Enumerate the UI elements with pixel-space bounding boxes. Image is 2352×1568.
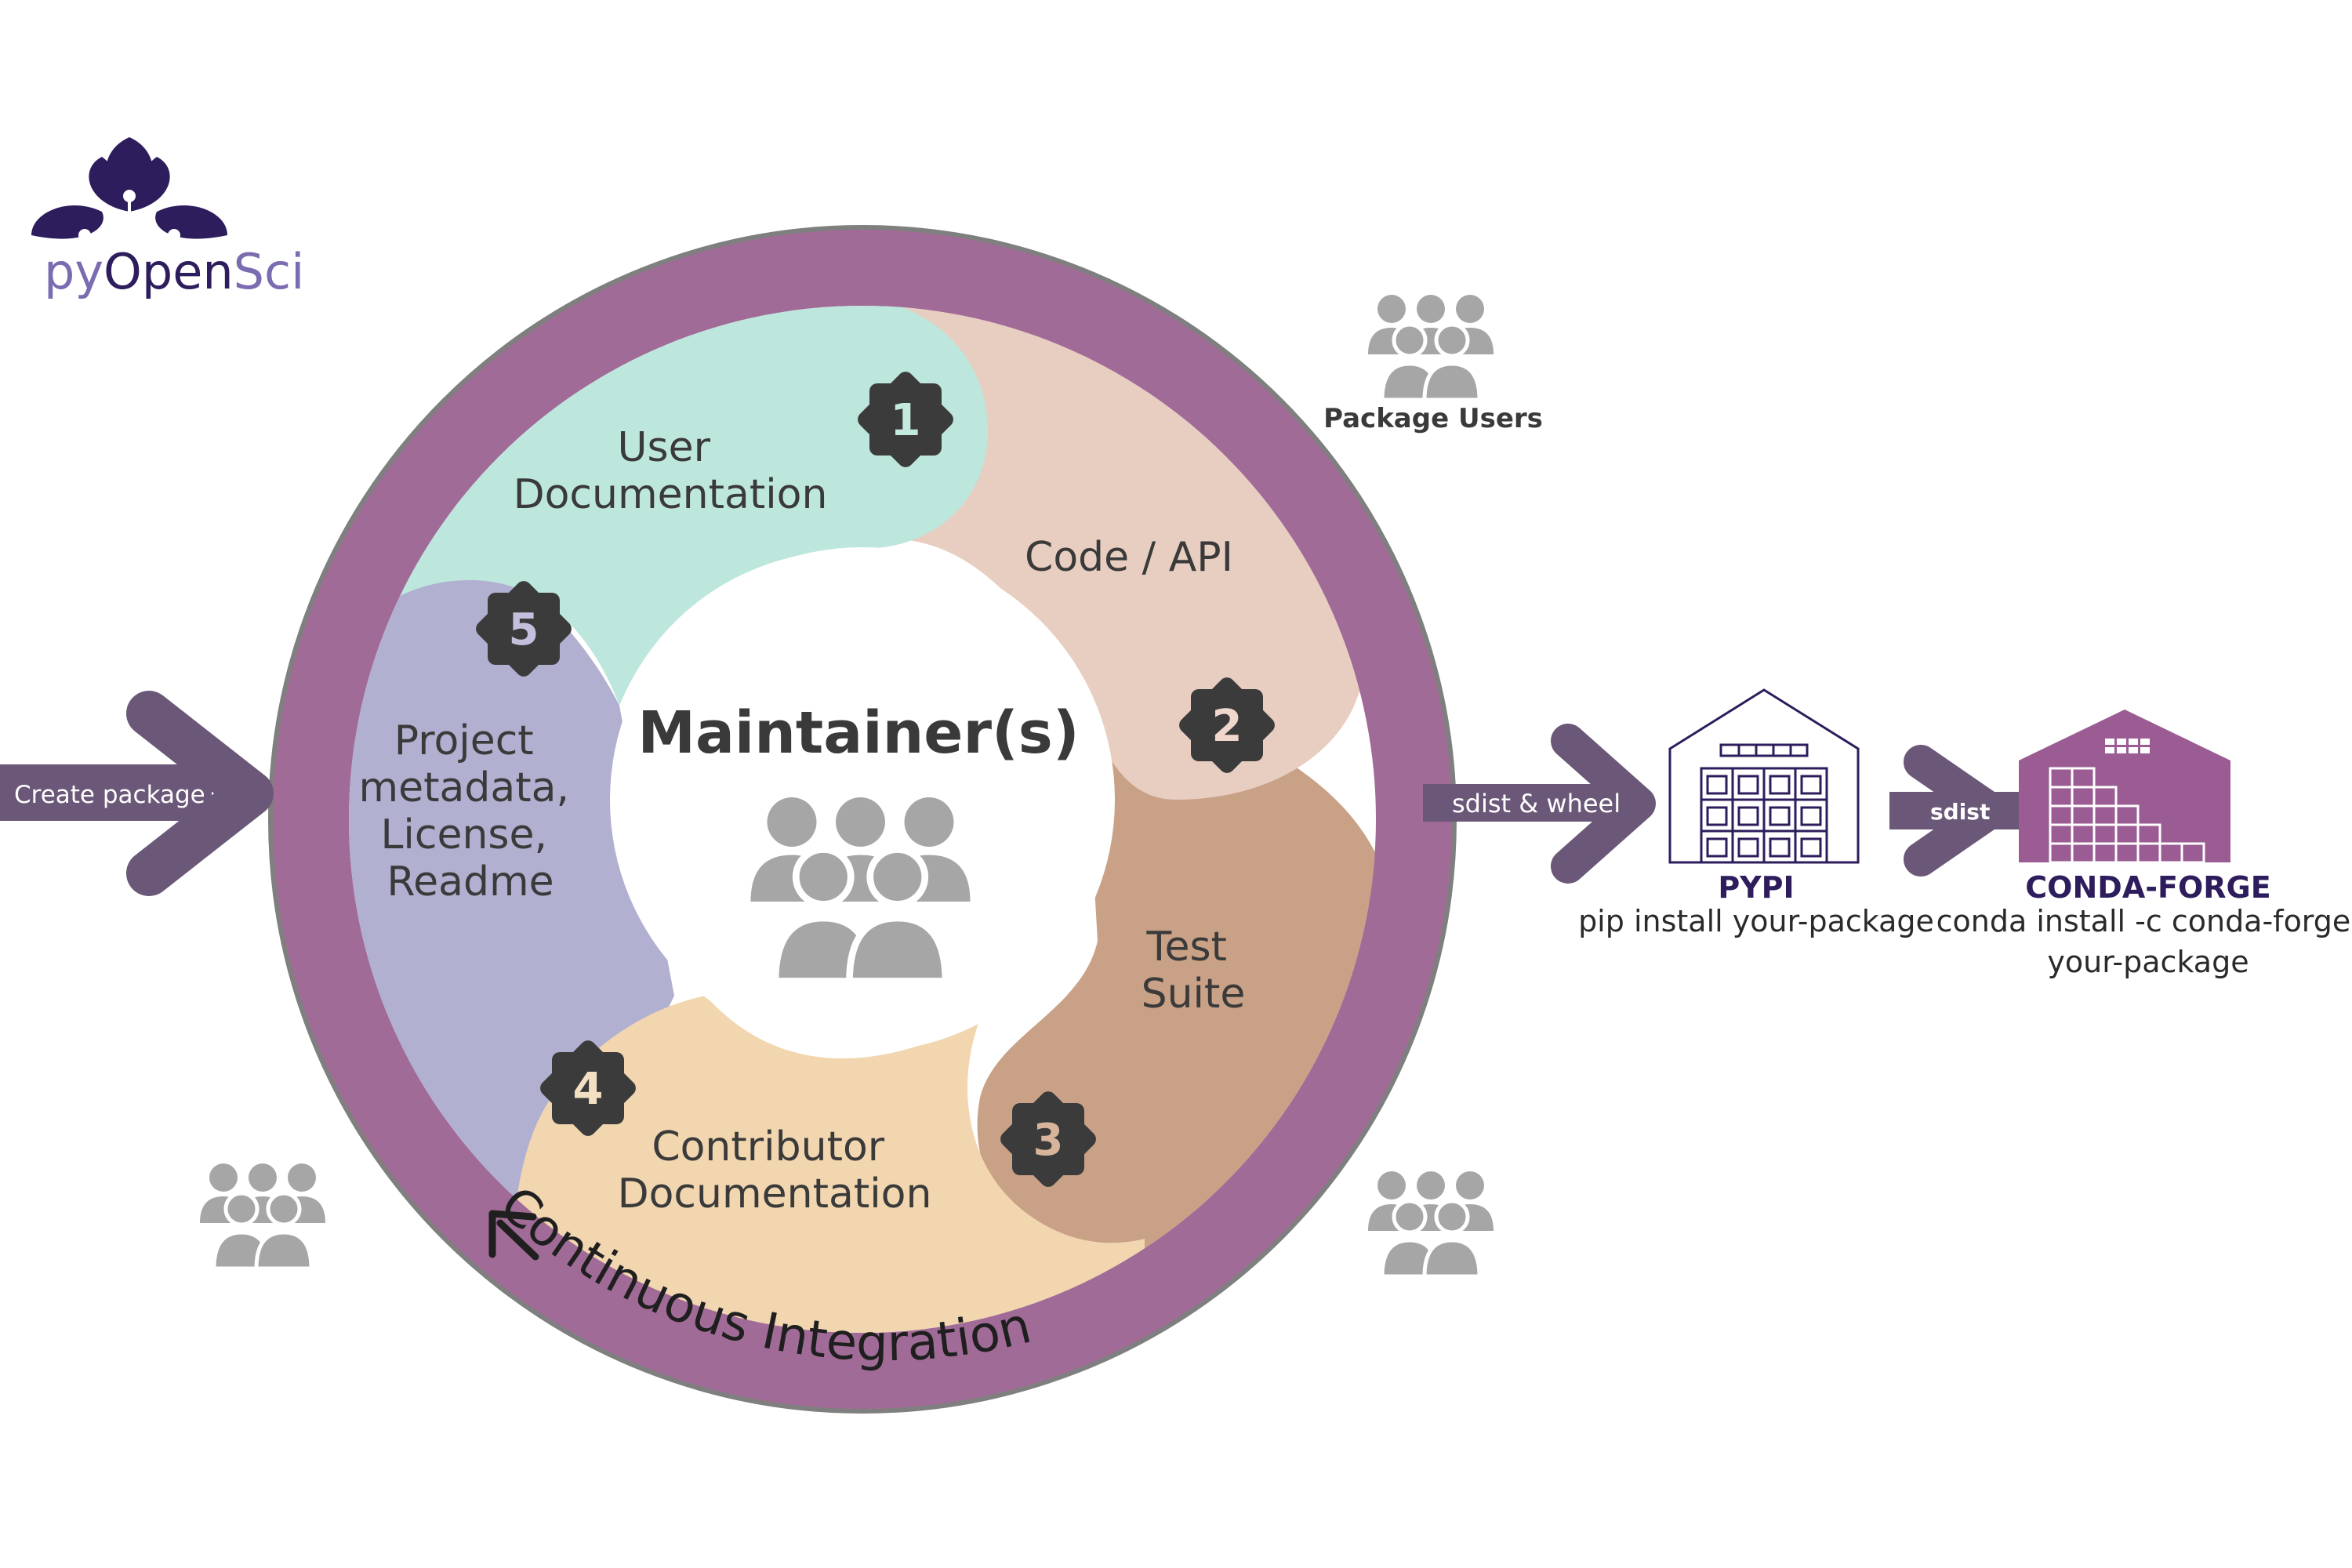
svg-text:5: 5 bbox=[509, 604, 539, 655]
package-users-group: Package Users bbox=[1323, 295, 1543, 434]
label-user-documentation: User Documentation bbox=[514, 424, 828, 518]
badge-3: 3 bbox=[996, 1087, 1100, 1191]
center-title: Maintainer(s) bbox=[637, 699, 1079, 767]
svg-text:3: 3 bbox=[1033, 1115, 1064, 1166]
conda-forge-warehouse-icon bbox=[2019, 710, 2230, 864]
logo-open: Open bbox=[103, 243, 234, 300]
sdist-wheel-arrow: sdist & wheel bbox=[1423, 724, 1656, 884]
logo-sci: Sci bbox=[234, 243, 305, 300]
label-contributor-documentation: Contributor Documentation bbox=[618, 1123, 932, 1218]
conda-forge-command: conda install -c conda-forge your-packag… bbox=[1936, 904, 2352, 979]
create-package-arrow: Create package bbox=[0, 691, 274, 896]
people-group-icon bbox=[1368, 295, 1494, 400]
svg-text:pyOpenSci: pyOpenSci bbox=[44, 243, 304, 300]
badge-5: 5 bbox=[472, 577, 575, 681]
label-project-metadata: Project metadata, License, Readme bbox=[358, 717, 582, 906]
sdist-wheel-label: sdist & wheel bbox=[1452, 789, 1621, 818]
curved-arrow-icon bbox=[488, 1210, 539, 1261]
label-code-api: Code / API bbox=[1025, 534, 1233, 581]
badge-2: 2 bbox=[1175, 673, 1279, 777]
logo-prefix: py bbox=[44, 243, 103, 300]
people-group-icon bbox=[751, 797, 971, 982]
segment-contributor-documentation bbox=[510, 996, 1145, 1333]
create-package-label: Create package bbox=[14, 781, 205, 809]
pypi-command: pip install your-package bbox=[1578, 904, 1934, 938]
conda-forge-name: CONDA-FORGE bbox=[2025, 870, 2270, 905]
people-group-icon bbox=[200, 1163, 325, 1269]
label-test-suite: Test Suite bbox=[1142, 924, 1246, 1018]
svg-text:4: 4 bbox=[573, 1064, 604, 1115]
badge-1: 1 bbox=[854, 368, 957, 471]
sdist-label: sdist bbox=[1930, 799, 1990, 825]
flower-icon bbox=[31, 137, 227, 252]
pyopensci-logo: pyOpenSci bbox=[31, 137, 304, 300]
sdist-arrow: sdist bbox=[1889, 745, 2023, 877]
badge-4: 4 bbox=[536, 1036, 640, 1140]
svg-text:2: 2 bbox=[1212, 701, 1243, 752]
people-group-icon bbox=[1368, 1171, 1494, 1276]
warehouse-icon bbox=[1668, 688, 1860, 864]
svg-text:1: 1 bbox=[891, 395, 921, 446]
pypi-name: PYPI bbox=[1718, 870, 1794, 905]
package-users-label: Package Users bbox=[1323, 403, 1543, 434]
